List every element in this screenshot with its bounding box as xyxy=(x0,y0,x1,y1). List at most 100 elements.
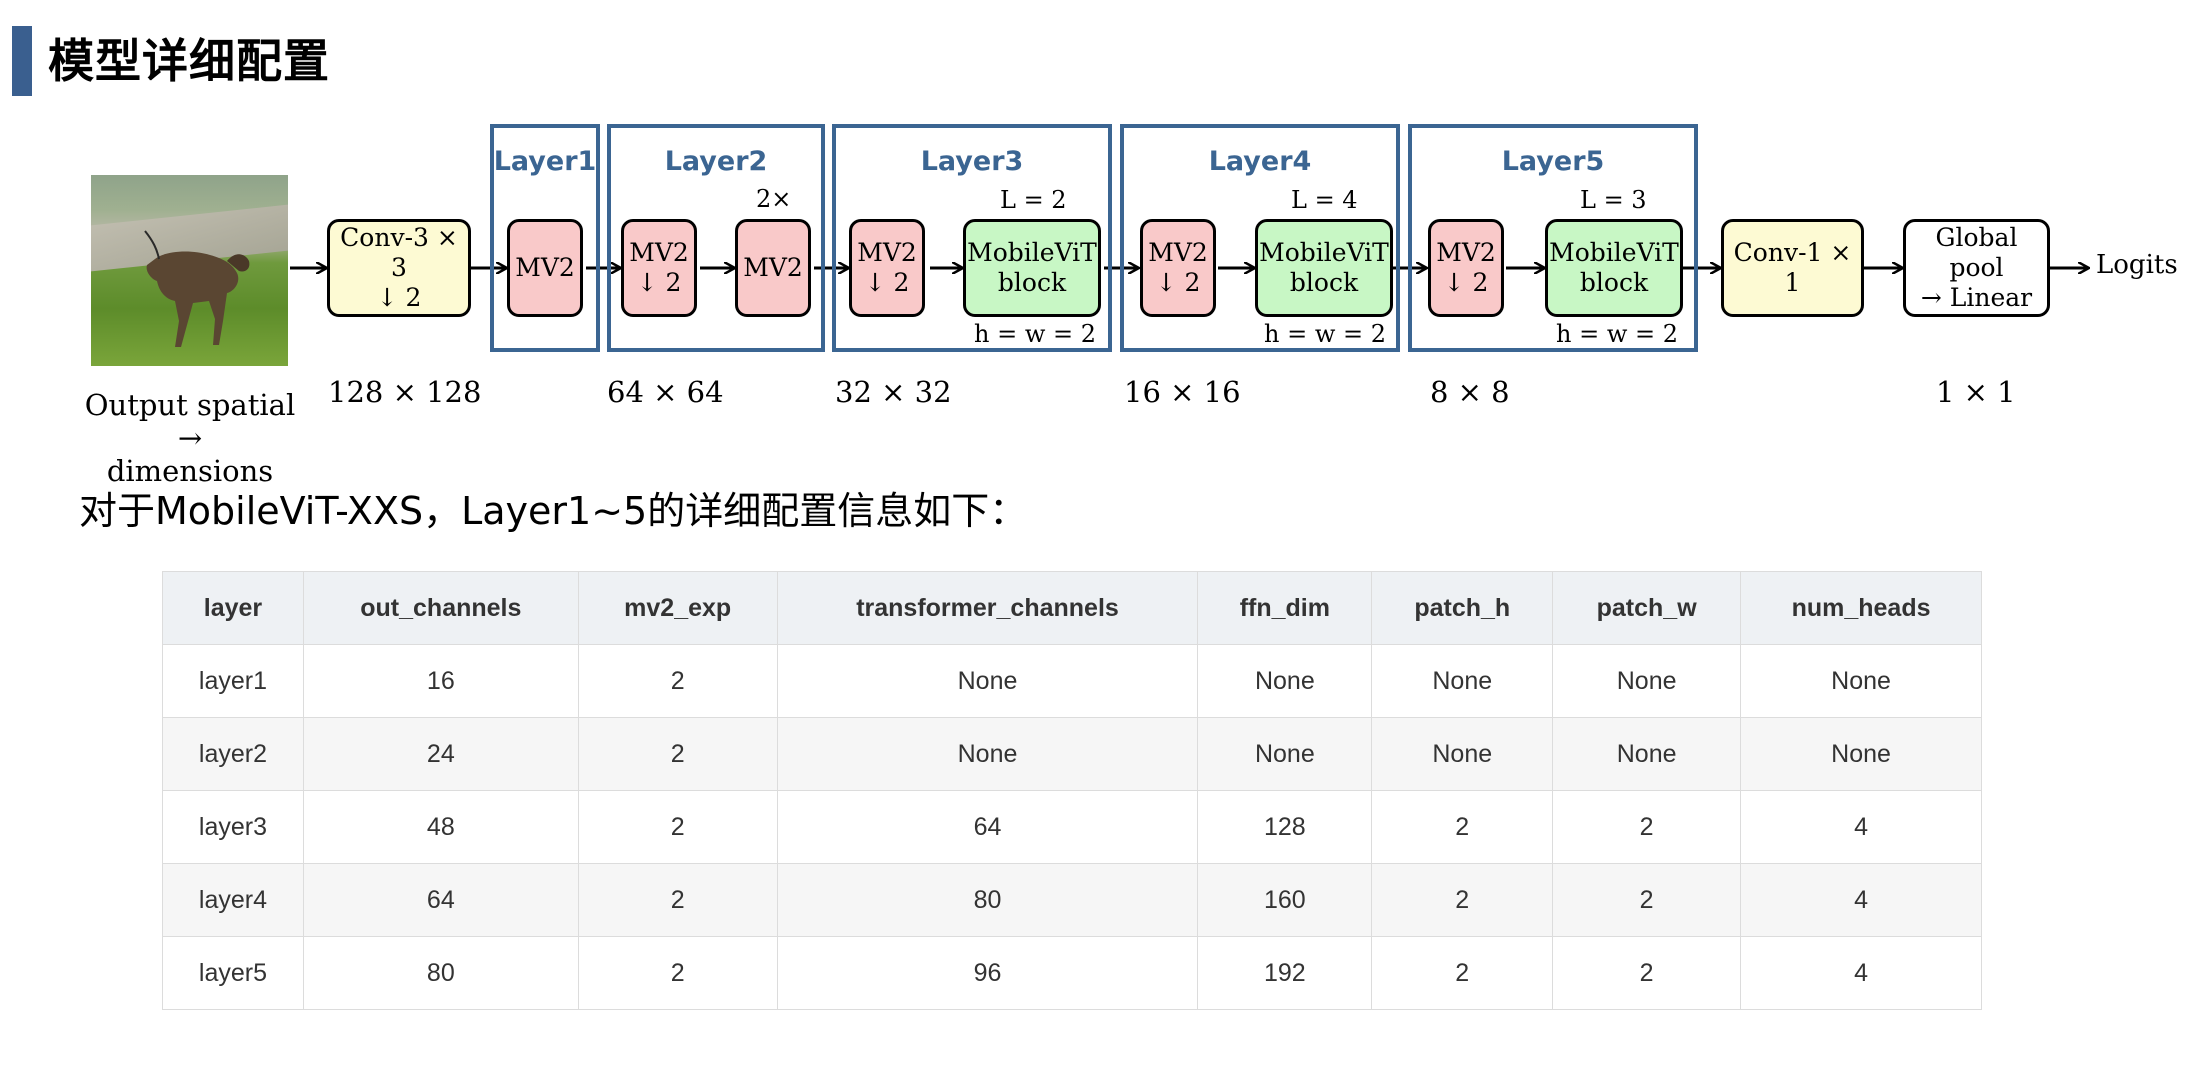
dog-silhouette xyxy=(144,230,250,347)
cell: None xyxy=(1552,644,1742,718)
col-ffn-dim: ffn_dim xyxy=(1197,571,1373,645)
layer4-block-label: block xyxy=(1289,268,1359,297)
cell: 4 xyxy=(1740,936,1982,1010)
col-out-channels: out_channels xyxy=(302,571,579,645)
stem-conv-label: Conv-3 × 3 xyxy=(340,223,458,282)
dim-128: 128 × 128 xyxy=(328,375,482,409)
layer3-mv2-label: MV2 xyxy=(857,238,917,267)
cell: 80 xyxy=(776,863,1199,937)
layer5-stride-label: ↓ 2 xyxy=(1443,268,1489,297)
cell: None xyxy=(1197,717,1373,791)
cell: None xyxy=(1552,717,1742,791)
cell: None xyxy=(776,717,1199,791)
layer5-block-label: block xyxy=(1579,268,1649,297)
cell: 96 xyxy=(776,936,1199,1010)
stem-stride-label: ↓ 2 xyxy=(376,283,422,312)
cell: layer3 xyxy=(162,790,304,864)
layer4-label: Layer4 xyxy=(1208,146,1312,177)
linear-label: → Linear xyxy=(1920,283,2033,312)
layer2-stride-label: ↓ 2 xyxy=(636,268,682,297)
architecture-diagram: Conv-3 × 3↓ 2 Layer1 MV2 Layer2 MV2↓ 2 2… xyxy=(0,0,2191,488)
table-row: layer5 80 2 96 192 2 2 4 xyxy=(162,936,1982,1010)
cell: 64 xyxy=(776,790,1199,864)
cell: 80 xyxy=(302,936,579,1010)
cell: None xyxy=(776,644,1199,718)
layer1-label: Layer1 xyxy=(493,146,597,177)
input-dog-photo xyxy=(91,175,288,366)
layer1-box xyxy=(490,124,600,352)
col-transformer-channels: transformer_channels xyxy=(776,571,1199,645)
layer4-stride-label: ↓ 2 xyxy=(1155,268,1201,297)
spatial-dimensions-caption: Output spatial → dimensions xyxy=(70,389,310,488)
layer5-hw-label: h = w = 2 xyxy=(1556,320,1679,348)
layer2-box xyxy=(607,124,825,352)
col-layer: layer xyxy=(162,571,304,645)
cell: 192 xyxy=(1197,936,1373,1010)
layer4-hw-label: h = w = 2 xyxy=(1264,320,1387,348)
layer5-L-label: L = 3 xyxy=(1580,186,1647,214)
cell: 2 xyxy=(1552,863,1742,937)
layer3-label: Layer3 xyxy=(920,146,1024,177)
cell: None xyxy=(1197,644,1373,718)
layer3-block-label: block xyxy=(997,268,1067,297)
table-row: layer4 64 2 80 160 2 2 4 xyxy=(162,863,1982,937)
cell: None xyxy=(1740,717,1982,791)
layer5-box xyxy=(1408,124,1698,352)
cell: 160 xyxy=(1197,863,1373,937)
layer3-mv2-node: MV2↓ 2 xyxy=(849,219,925,317)
cell: 4 xyxy=(1740,863,1982,937)
layer-config-table: layer out_channels mv2_exp transformer_c… xyxy=(162,571,1982,1010)
layer5-mobilevit-label: MobileViT xyxy=(1549,238,1679,267)
layer1-mv2-node: MV2 xyxy=(507,219,583,317)
table-row: layer1 16 2 None None None None None xyxy=(162,644,1982,718)
layer1-mv2-label: MV2 xyxy=(515,253,575,282)
title-accent-bar xyxy=(12,26,32,96)
cell: 2 xyxy=(577,936,778,1010)
cell: 2 xyxy=(1371,936,1554,1010)
layer2-mv2-repeat-node: MV2 xyxy=(735,219,811,317)
cell: layer2 xyxy=(162,717,304,791)
col-patch-h: patch_h xyxy=(1371,571,1554,645)
cell: 16 xyxy=(302,644,579,718)
cell: 2 xyxy=(1552,936,1742,1010)
layer4-mobilevit-label: MobileViT xyxy=(1259,238,1389,267)
cell: layer5 xyxy=(162,936,304,1010)
layer3-mobilevit-label: MobileViT xyxy=(967,238,1097,267)
layer3-stride-label: ↓ 2 xyxy=(864,268,910,297)
cell: 2 xyxy=(1371,790,1554,864)
logits-label: Logits xyxy=(2096,250,2178,280)
table-header-row: layer out_channels mv2_exp transformer_c… xyxy=(162,571,1982,645)
intro-text: 对于MobileViT-XXS，Layer1~5的详细配置信息如下： xyxy=(79,489,1028,533)
layer5-label: Layer5 xyxy=(1501,146,1605,177)
col-patch-w: patch_w xyxy=(1552,571,1742,645)
spatial-caption-line2: dimensions xyxy=(106,454,274,488)
global-pool-label: Global pool xyxy=(1935,223,2018,282)
layer2-mv2-repeat-label: MV2 xyxy=(743,253,803,282)
layer2-repeat-label: 2× xyxy=(756,185,792,213)
cell: layer4 xyxy=(162,863,304,937)
global-pool-linear-node: Global pool→ Linear xyxy=(1903,219,2050,317)
cell: None xyxy=(1371,644,1554,718)
cell: layer1 xyxy=(162,644,304,718)
cell: 2 xyxy=(577,644,778,718)
stem-conv3x3-node: Conv-3 × 3↓ 2 xyxy=(327,219,471,317)
layer5-mv2-node: MV2↓ 2 xyxy=(1428,219,1504,317)
head-conv-label: Conv-1 × 1 xyxy=(1733,238,1852,297)
layer4-L-label: L = 4 xyxy=(1291,186,1358,214)
table-row: layer3 48 2 64 128 2 2 4 xyxy=(162,790,1982,864)
page-title: 模型详细配置 xyxy=(48,34,330,88)
col-mv2-exp: mv2_exp xyxy=(577,571,778,645)
spatial-caption-line1: Output spatial → xyxy=(84,388,296,455)
cell: 2 xyxy=(1552,790,1742,864)
cell: 2 xyxy=(577,790,778,864)
cell: None xyxy=(1740,644,1982,718)
cell: None xyxy=(1371,717,1554,791)
head-conv1x1-node: Conv-1 × 1 xyxy=(1721,219,1864,317)
cell: 2 xyxy=(577,717,778,791)
layer5-mv2-label: MV2 xyxy=(1436,238,1496,267)
layer3-box xyxy=(832,124,1112,352)
layer3-L-label: L = 2 xyxy=(1000,186,1067,214)
